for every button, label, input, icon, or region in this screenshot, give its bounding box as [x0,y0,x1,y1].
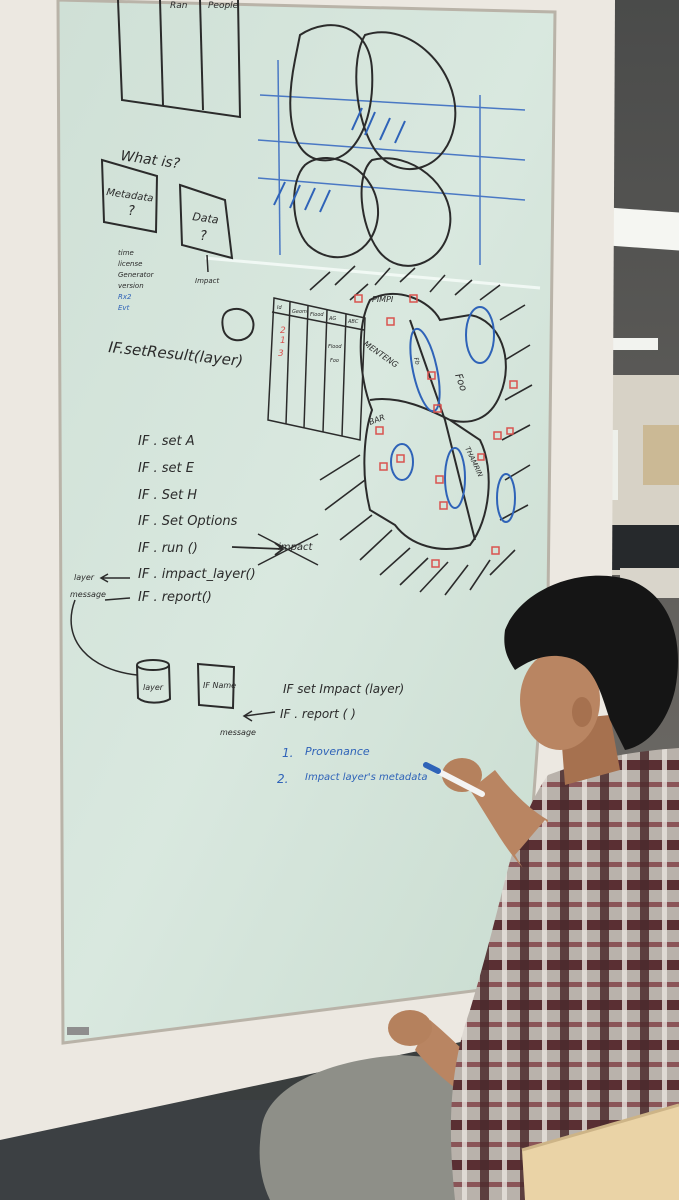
bottom-call-set-impact: IF set Impact (layer) [283,682,404,696]
svg-text:Geom: Geom [292,309,307,315]
layer-cylinder [136,659,172,704]
side-label-message: message [70,590,106,599]
svg-text:Generator: Generator [118,271,155,279]
desk-edge [521,1103,679,1152]
svg-text:IF Name: IF Name [203,681,236,690]
blue-list: 1. Provenance 2. Impact layer's metadata [277,745,427,786]
top-left-sketch [117,0,242,119]
right-hand [442,758,482,792]
whiteboard-surface [56,0,557,1045]
svg-text:PIMPI: PIMPI [372,295,394,304]
data-note: Impact [195,277,219,285]
code-line-seth: IF . Set H [138,488,197,503]
circles [289,24,457,267]
side-arrows [99,573,131,601]
pants [259,1055,470,1200]
data-table-cells: 1 2 3 Flood Foo [278,326,342,364]
code-line-setoptions: IF . Set Options [138,514,238,529]
svg-text:Rx2: Rx2 [118,293,132,301]
svg-text:Flood: Flood [328,344,342,350]
person [259,575,679,1200]
ceiling-light [605,207,679,251]
small-blob [221,307,255,342]
svg-text:?: ? [200,229,207,244]
svg-text:Id: Id [277,305,282,311]
svg-text:1.: 1. [282,746,293,760]
marker-pen-cap [423,762,441,774]
svg-text:?: ? [128,204,135,219]
loop-line [70,599,138,676]
data-box: Data ? [178,183,234,260]
marker-tray-label [67,1027,89,1035]
bottom-call-report: IF . report ( ) [280,707,356,721]
metadata-list: time license Generator version Rx2 Evt [118,249,155,312]
svg-text:3: 3 [278,349,284,359]
code-line-seta: IF . set A [138,434,195,449]
code-line-run: IF . run () [138,541,198,556]
svg-text:Fb: Fb [412,357,421,366]
hair [504,575,678,750]
blue-grid [257,59,526,265]
sketch-word-people: People [208,1,239,11]
svg-text:Flood: Flood [310,312,324,318]
sketch-word-ran: Ran [170,1,188,11]
data-table-headers: Id Geom Flood AG ABC [277,305,359,325]
layer-cylinder-label: layer [143,683,164,692]
if-name-box: IF Name [196,662,236,710]
data-table [267,297,366,441]
svg-text:Data: Data [192,210,220,227]
svg-text:2.: 2. [277,772,288,786]
ceiling-light-2 [600,338,658,350]
code-line-impact-layer: IF . impact_layer() [138,567,256,582]
map-outline [359,292,507,550]
map-blue-regions [390,306,516,523]
cross-out [257,533,319,566]
svg-text:ABC: ABC [347,319,359,325]
svg-text:license: license [118,260,142,268]
side-label-layer: layer [74,573,95,582]
map-red-markers [354,294,518,568]
left-hand [388,1010,432,1046]
svg-text:time: time [118,249,134,257]
bottom-arrow [242,710,276,722]
cabinet [643,425,679,485]
data-note-line [206,254,209,273]
svg-text:2: 2 [280,326,286,336]
plaid-shirt [450,748,679,1200]
svg-text:Provenance: Provenance [305,745,370,758]
code-line-report: IF . report() [138,590,212,605]
svg-text:Foo: Foo [330,358,339,364]
right-sleeve [515,820,560,915]
desk-corner [522,1105,679,1200]
bottom-message-label: message [220,728,256,737]
svg-text:1: 1 [280,336,286,346]
blue-hatch [273,107,406,213]
run-arrow-target: impact [278,542,313,553]
glare [204,256,541,290]
ear [572,697,592,727]
svg-text:version: version [118,282,144,290]
svg-text:Impact layer's metadata: Impact layer's metadata [305,772,427,783]
svg-text:AG: AG [328,316,336,322]
code-line-sete: IF . set E [138,461,195,476]
svg-text:Evt: Evt [118,304,130,312]
